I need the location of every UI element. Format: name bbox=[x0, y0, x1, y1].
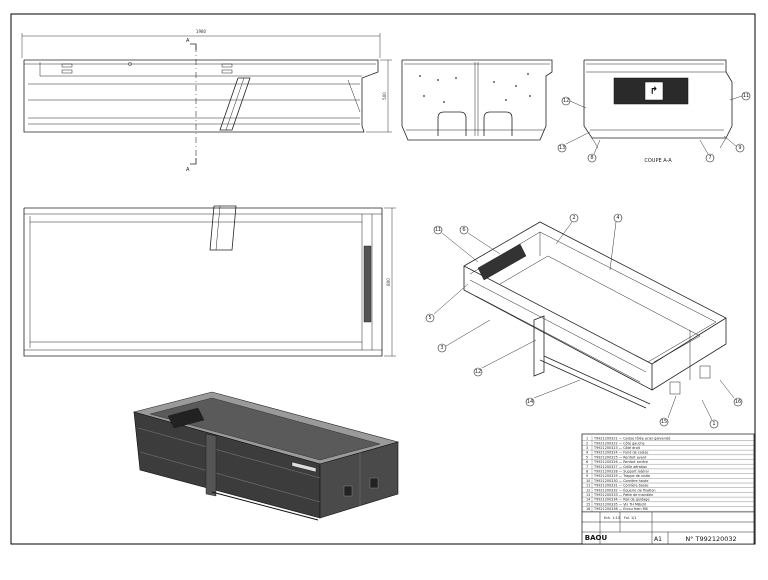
bom-row: T9921200336 — Écrou frein M8 bbox=[593, 506, 648, 511]
svg-text:↱: ↱ bbox=[650, 86, 658, 97]
balloon-4: 4 bbox=[616, 215, 619, 221]
bom-row: T9921200324 — Fond de caisse bbox=[593, 451, 648, 455]
sheet-text: Fol. 1/1 bbox=[624, 516, 636, 520]
bom-row-number: 4 bbox=[586, 451, 588, 455]
bom-row-number: 11 bbox=[586, 484, 590, 488]
balloon-11-iso: 11 bbox=[435, 227, 441, 233]
balloon-7: 7 bbox=[708, 155, 711, 161]
balloon-11: 11 bbox=[743, 93, 749, 99]
bom-row: T9921200323 — Côté droit bbox=[593, 446, 641, 450]
bom-row-number: 5 bbox=[586, 455, 588, 459]
section-marker-top: A bbox=[186, 38, 190, 44]
balloon-5: 5 bbox=[428, 315, 431, 321]
balloon-6: 6 bbox=[462, 227, 465, 233]
bom-row-number: 2 bbox=[586, 441, 588, 445]
company-logo: BAOU bbox=[585, 534, 608, 542]
length-dimension: 1980 bbox=[196, 29, 207, 34]
section-title: COUPE A-A bbox=[644, 158, 672, 164]
balloon-2: 2 bbox=[572, 215, 575, 221]
width-dimension: 800 bbox=[386, 278, 391, 286]
bom-row-number: 13 bbox=[586, 493, 590, 497]
bom-row: T9921200325 — Renfort avant bbox=[593, 455, 647, 459]
bom-row-number: 1 bbox=[586, 437, 588, 441]
bom-row-number: 7 bbox=[586, 465, 588, 469]
sheet-border bbox=[10, 13, 756, 545]
bom-row: T9921200333 — Patte de maintien bbox=[593, 493, 653, 497]
bom-row-number: 9 bbox=[586, 474, 588, 478]
section-a-a-view: ↱ COUPE A-A 12 11 13 8 7 9 bbox=[557, 59, 751, 164]
bom-row-number: 15 bbox=[586, 502, 590, 506]
balloon-15: 15 bbox=[661, 419, 667, 425]
balloon-3: 3 bbox=[440, 345, 443, 351]
bom-row-number: 12 bbox=[586, 488, 590, 492]
bom-row-number: 16 bbox=[586, 507, 590, 511]
bom-row-number: 8 bbox=[586, 470, 588, 474]
bom-row: T9921200335 — Vis TH M8x20 bbox=[593, 502, 646, 506]
front-view: 1980 500 A A bbox=[21, 29, 392, 173]
balloon-9: 9 bbox=[738, 145, 741, 151]
balloon-12: 12 bbox=[563, 98, 569, 104]
side-view bbox=[401, 59, 553, 141]
balloon-1: 1 bbox=[712, 421, 715, 427]
shaded-3d-view bbox=[132, 391, 400, 521]
drawing-number: N° T992120032 bbox=[685, 535, 736, 543]
bom-row-number: 14 bbox=[586, 498, 590, 502]
bom-row: T9921200329 — Trappe de visite bbox=[593, 474, 650, 478]
section-marker-bottom: A bbox=[186, 167, 190, 173]
bom-row: T9921200322 — Côté gauche bbox=[593, 441, 645, 445]
isometric-line-view: 11 6 2 4 5 3 12 14 15 1 16 bbox=[425, 213, 743, 429]
bom-row: T9921200328 — Support latéral bbox=[593, 470, 649, 474]
scale-text: Ech. 1:10 bbox=[604, 516, 620, 520]
bom-row: T9921200327 — Grille aération bbox=[593, 465, 647, 469]
bom-row: T9921200330 — Cornière haute bbox=[593, 479, 648, 483]
bom-row: T9921200331 — Cornière basse bbox=[593, 484, 648, 488]
top-view-grille bbox=[363, 245, 372, 323]
drawing-number-prefix: A1 bbox=[654, 536, 662, 543]
iso-grille bbox=[477, 243, 527, 281]
bom-row: T9921200326 — Renfort arrière bbox=[593, 460, 648, 464]
balloon-14: 14 bbox=[527, 399, 533, 405]
balloon-12-iso: 12 bbox=[475, 369, 481, 375]
top-view: 800 bbox=[23, 205, 396, 357]
title-block: 1 T9921200321 — Caisse tôlée acier galvan… bbox=[581, 433, 755, 545]
bom-row-number: 10 bbox=[586, 479, 590, 483]
bom-row-number: 6 bbox=[586, 460, 588, 464]
balloon-8: 8 bbox=[590, 155, 593, 161]
balloon-13: 13 bbox=[559, 145, 565, 151]
height-dimension: 500 bbox=[382, 92, 387, 100]
bom-row: T9921200334 — Rail de guidage bbox=[593, 498, 650, 502]
bom-row-number: 3 bbox=[586, 446, 588, 450]
balloon-16: 16 bbox=[735, 399, 741, 405]
bom-row: T9921200321 — Caisse tôlée acier galvani… bbox=[593, 437, 671, 441]
bom-row: T9921200332 — Équerre de fixation bbox=[593, 487, 656, 492]
bom-table: 1 T9921200321 — Caisse tôlée acier galvan… bbox=[582, 436, 754, 512]
